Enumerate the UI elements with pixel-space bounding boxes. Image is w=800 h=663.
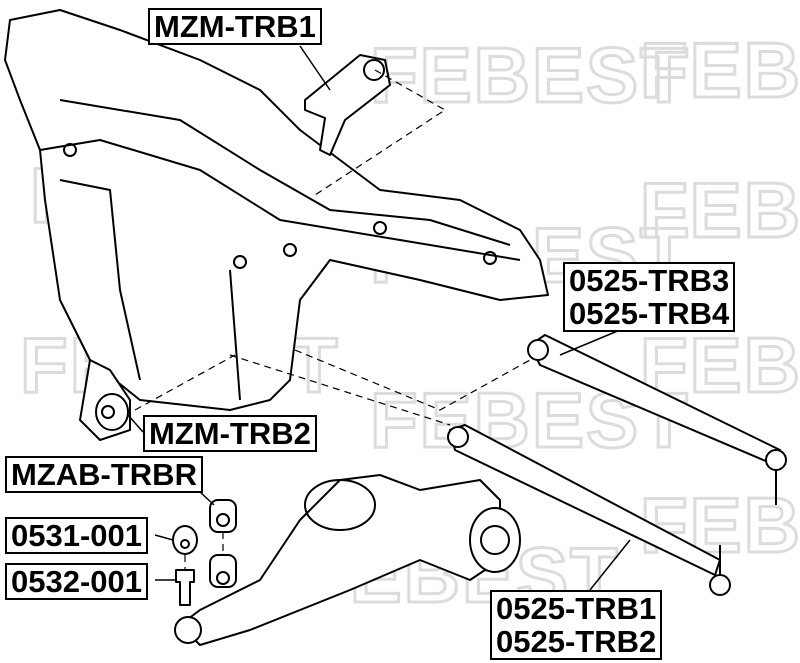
part-label-0531-001: 0531-001: [5, 517, 149, 554]
bracket-mzm-trb1: [304, 54, 391, 156]
part-label-mzm-trb1: MZM-TRB1: [148, 8, 322, 45]
part-number: 0531-001: [11, 518, 143, 553]
watermark-logo: FEBEST: [369, 30, 690, 121]
part-number: MZM-TRB2: [149, 416, 311, 451]
subframe: [4, 9, 549, 411]
part-label-0525-trb1-trb2: 0525-TRB1 0525-TRB2: [490, 590, 663, 660]
lateral-arm-upper: [529, 334, 781, 466]
part-label-0525-trb3-trb4: 0525-TRB3 0525-TRB4: [563, 262, 736, 332]
part-number: MZM-TRB1: [154, 9, 316, 44]
part-number: 0525-TRB3: [569, 263, 730, 298]
part-label-mzm-trb2: MZM-TRB2: [143, 415, 317, 452]
part-number: 0525-TRB2: [496, 624, 657, 659]
part-label-0532-001: 0532-001: [5, 563, 149, 600]
lower-control-arm: [179, 474, 501, 646]
part-number: MZAB-TRBR: [11, 457, 197, 492]
part-number: 0532-001: [11, 564, 143, 599]
part-label-mzab-trbr: MZAB-TRBR: [5, 456, 203, 493]
part-number: 0525-TRB4: [569, 296, 730, 331]
bolt-0532-001: [175, 569, 195, 606]
watermark-logo: FEBEST: [639, 165, 800, 256]
part-number: 0525-TRB1: [496, 591, 657, 626]
watermark-logo: FEBEST: [639, 25, 800, 116]
